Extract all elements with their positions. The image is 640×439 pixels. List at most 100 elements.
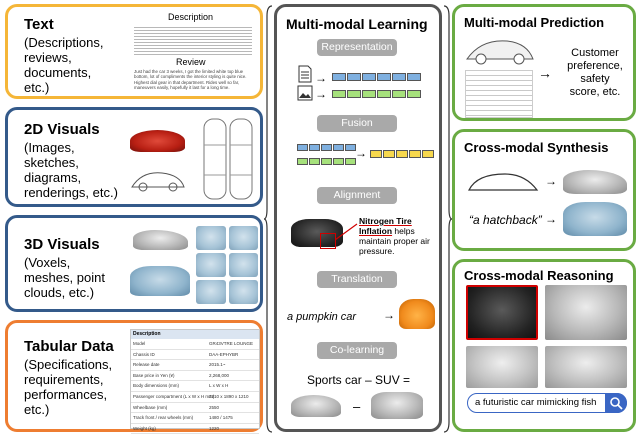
- visuals-3d-description: (Voxels, meshes, point clouds, etc.): [24, 255, 105, 300]
- tabular-data-description: (Specifications, requirements, performan…: [24, 357, 113, 417]
- table-cell-value: 2550: [209, 404, 220, 410]
- cross-modal-synthesis-title: Cross-modal Synthesis: [464, 140, 609, 155]
- left-brace: [264, 5, 273, 433]
- representation-arrow-icon-2: →: [315, 87, 327, 101]
- table-cell-value: DAA-EPHYBR: [209, 351, 239, 357]
- embedding-token: [345, 158, 356, 165]
- pod-car-result[interactable]: [466, 346, 538, 388]
- sports-car-image: [291, 395, 341, 417]
- embedding-token: [370, 150, 382, 158]
- cross-modal-reasoning-box: Cross-modal Reasoning a futuristic car m…: [452, 259, 636, 432]
- embedding-token: [332, 90, 346, 98]
- alignment-connector: [335, 223, 358, 241]
- table-cell-value: 1480 / 1475: [209, 415, 233, 421]
- translation-step: Translation: [317, 271, 397, 288]
- embedding-token: [345, 144, 356, 151]
- text-modality-title: Text: [24, 16, 54, 33]
- fish-car-result-selected[interactable]: [466, 285, 538, 340]
- table-cell-value: 2,268,000: [209, 372, 230, 378]
- review-text: Just had the car 3 weeks, I got the limi…: [134, 69, 247, 90]
- table-cell-value: L x W x H: [209, 383, 229, 389]
- cross-modal-synthesis-box: Cross-modal Synthesis → “a hatchback” →: [452, 129, 636, 251]
- alignment-step: Alignment: [317, 187, 397, 204]
- embedding-token: [347, 73, 361, 81]
- multimodal-learning-box: Multi-modal Learning Representation → → …: [274, 4, 442, 432]
- embedding-token: [422, 150, 434, 158]
- review-heading: Review: [176, 57, 206, 67]
- multimodal-prediction-box: Multi-modal Prediction → Customer prefer…: [452, 4, 636, 121]
- tabular-data-box: Tabular Data (Specifications, requiremen…: [5, 320, 263, 435]
- table-cell-key: Passenger compartment (L x W x H mm): [133, 393, 215, 399]
- table-cell-key: Model: [133, 341, 146, 346]
- search-input[interactable]: a futuristic car mimicking fish: [475, 397, 597, 408]
- prediction-output: Customer preference, safety score, etc.: [567, 47, 623, 98]
- cross-modal-reasoning-title: Cross-modal Reasoning: [464, 268, 614, 283]
- search-bar[interactable]: a futuristic car mimicking fish: [467, 392, 627, 413]
- fusion-input-tokens-a: [297, 144, 356, 151]
- visuals-2d-box: 2D Visuals (Images, sketches, diagrams, …: [5, 107, 263, 207]
- table-cell-key: Body dimensions (mm): [133, 383, 180, 389]
- spec-table-header: Description: [131, 330, 259, 339]
- tabular-data-title: Tabular Data: [24, 338, 114, 355]
- tire-highlight-box: [320, 233, 336, 249]
- table-row: Weight (kg)1220: [131, 424, 259, 435]
- visuals-3d-title: 3D Visuals: [24, 236, 100, 253]
- text-modality-description: (Descriptions, reviews, documents, etc.): [24, 35, 104, 95]
- right-brace: [443, 5, 452, 433]
- spec-sheet-thumbnail: [465, 70, 533, 118]
- alignment-caption-rest: helps maintain proper air pressure.: [359, 226, 430, 256]
- description-text-lines: [134, 25, 252, 55]
- table-row: Wheelbase (mm)2550: [131, 403, 259, 414]
- embedding-token: [309, 144, 320, 151]
- embedding-token: [309, 158, 320, 165]
- hatchback-point-cloud: [563, 202, 627, 236]
- fusion-step: Fusion: [317, 115, 397, 132]
- alignment-caption-bold: Nitrogen Tire Inflation: [359, 216, 412, 236]
- synthesis-arrow-icon: →: [545, 174, 557, 188]
- search-icon: [610, 396, 623, 410]
- embedding-token: [396, 150, 408, 158]
- red-sports-car-image: [130, 130, 185, 152]
- visuals-2d-description: (Images, sketches, diagrams, renderings,…: [24, 140, 118, 200]
- table-row: Body dimensions (mm) L x W x H: [131, 381, 259, 392]
- colearning-equation: Sports car – SUV =: [307, 373, 411, 387]
- table-row: Base price in Yen (¥) 2,268,000: [131, 371, 259, 382]
- translation-arrow-icon: →: [383, 308, 395, 322]
- pumpkin-car-image: [399, 299, 435, 329]
- synthesized-car-render: [563, 170, 627, 194]
- embedding-token: [407, 90, 421, 98]
- translation-text: a pumpkin car: [287, 311, 357, 323]
- embedding-token: [321, 144, 332, 151]
- table-cell-key: Release date: [133, 362, 160, 368]
- embedding-token: [362, 73, 376, 81]
- co-learning-step: Co-learning: [317, 342, 397, 359]
- multimodal-prediction-title: Multi-modal Prediction: [464, 15, 605, 30]
- table-cell-key: Chassis ID: [133, 351, 155, 357]
- embedding-token: [333, 158, 344, 165]
- table-cell-value: 2015.1~: [209, 362, 226, 368]
- voxel-car-render: [133, 230, 188, 250]
- representation-step: Representation: [317, 39, 397, 56]
- embedding-token: [383, 150, 395, 158]
- car-sketch-icon: [131, 172, 185, 192]
- car-outline-sketch-icon: [468, 173, 539, 191]
- embedding-token: [297, 158, 308, 165]
- embedding-token: [409, 150, 421, 158]
- embedding-token: [407, 73, 421, 81]
- embedding-token: [392, 73, 406, 81]
- gullwing-car-result[interactable]: [545, 285, 627, 340]
- table-cell-value: 3210 x 1890 x 1210: [209, 393, 249, 399]
- point-cloud-suv: [130, 266, 190, 296]
- embedding-token: [297, 144, 308, 151]
- text-modality-box: Text (Descriptions, reviews, documents, …: [5, 4, 263, 99]
- table-cell-key: Base price in Yen (¥): [133, 372, 175, 378]
- search-button[interactable]: [605, 392, 627, 413]
- visuals-3d-box: 3D Visuals (Voxels, meshes, point clouds…: [5, 215, 263, 312]
- representation-arrow-icon: →: [315, 71, 327, 85]
- embedding-token: [347, 90, 361, 98]
- futuristic-car-result[interactable]: [545, 346, 627, 388]
- embedding-token: [377, 90, 391, 98]
